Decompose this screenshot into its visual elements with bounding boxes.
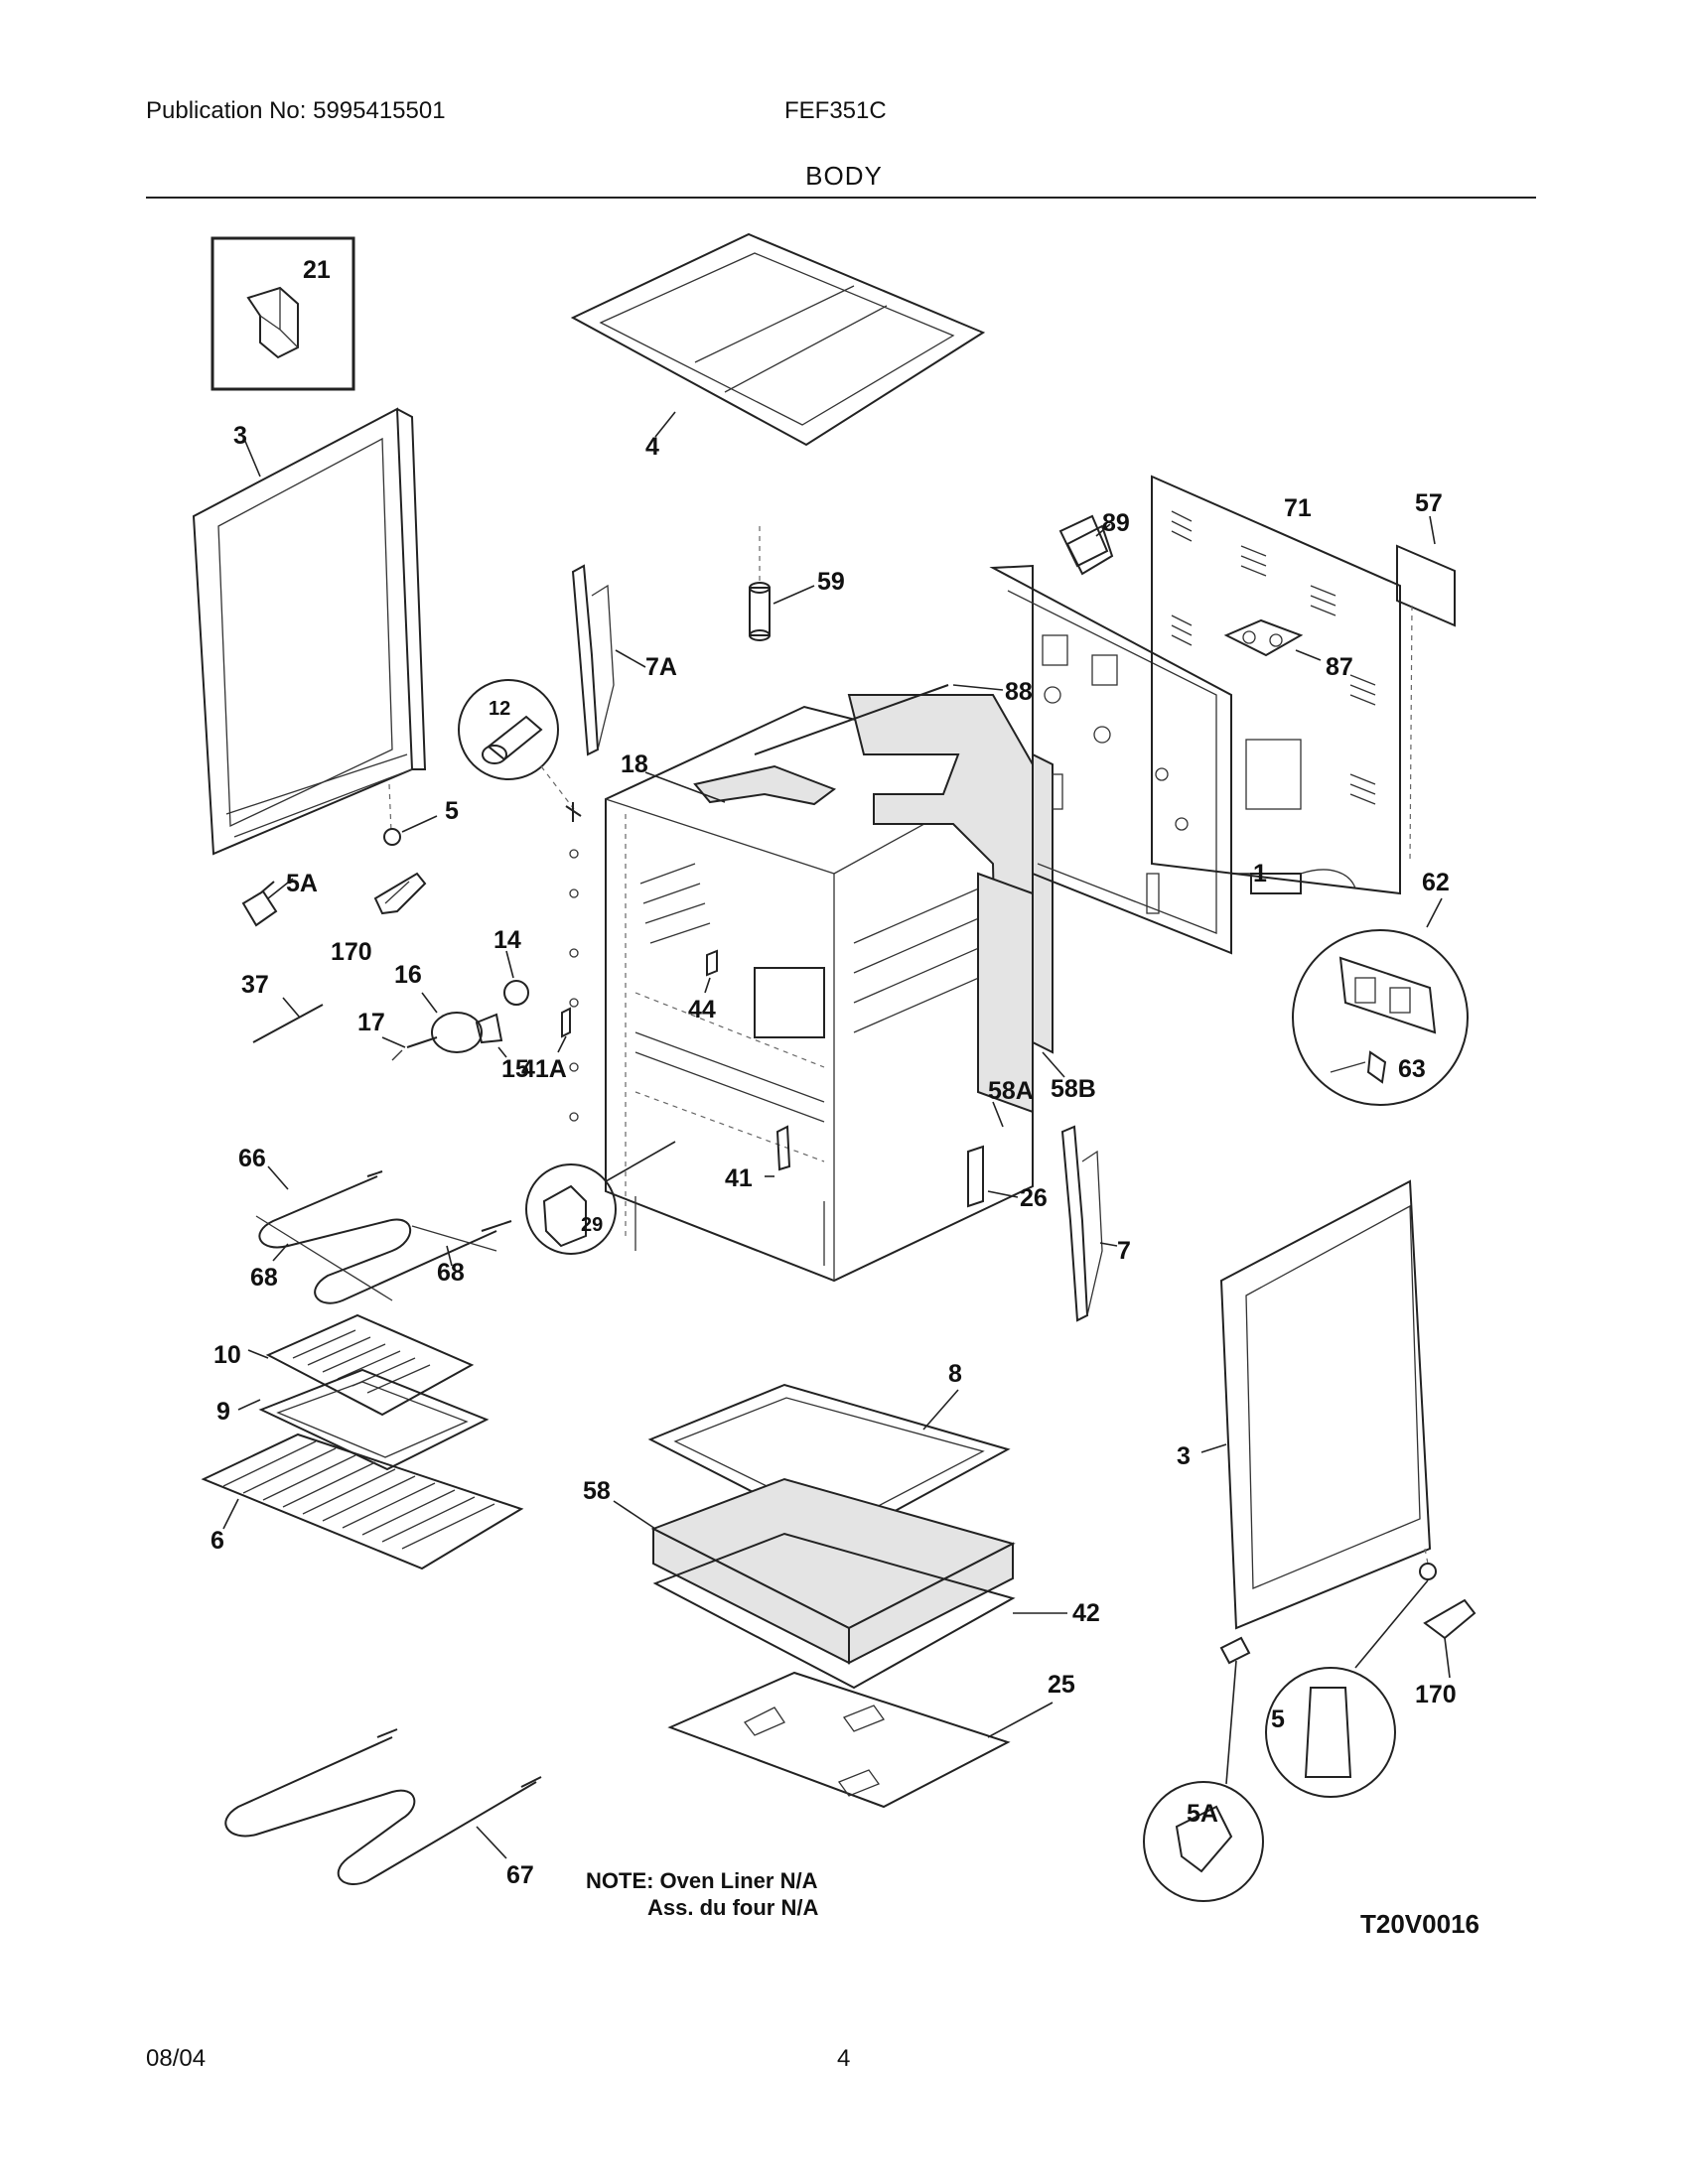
part-12-inset	[458, 679, 582, 822]
callout-3-right: 3	[1177, 1442, 1191, 1470]
model-number: FEF351C	[784, 97, 887, 124]
part-58-insulation	[613, 1477, 1016, 1665]
left-hardware-5-5a-170	[241, 815, 438, 927]
right-hardware-5-5a-170	[1143, 1563, 1477, 1902]
callout-15: 15	[501, 1055, 529, 1083]
callout-25: 25	[1048, 1671, 1075, 1699]
note-line-2: Ass. du four N/A	[647, 1895, 818, 1920]
header-rule	[146, 197, 1536, 199]
part-10-broil-pan-insert	[247, 1313, 475, 1417]
footer-date: 08/04	[146, 2045, 207, 2072]
callout-10: 10	[213, 1341, 241, 1369]
callout-4: 4	[645, 433, 659, 461]
part-4-top-panel	[570, 232, 986, 447]
callout-63: 63	[1398, 1055, 1426, 1083]
callout-59: 59	[817, 568, 845, 596]
part-9-broil-pan	[237, 1368, 490, 1471]
part-21-inset	[211, 236, 355, 391]
part-7a-hinge	[571, 564, 646, 756]
callout-18: 18	[621, 751, 648, 778]
callout-58: 58	[583, 1477, 611, 1505]
callout-6: 6	[211, 1527, 224, 1555]
part-71-back-panel	[1151, 475, 1456, 895]
callout-58a: 58A	[988, 1077, 1034, 1105]
callout-58b: 58B	[1051, 1075, 1096, 1103]
callout-26: 26	[1020, 1184, 1048, 1212]
figure-code: T20V0016	[1360, 1909, 1479, 1939]
callout-68-left: 68	[250, 1264, 278, 1292]
part-3-right-side-panel	[1200, 1179, 1432, 1630]
callout-62: 62	[1422, 869, 1450, 896]
part-59	[749, 526, 815, 641]
callout-170-left: 170	[331, 938, 372, 966]
callout-5a-left: 5A	[286, 870, 318, 897]
callout-17: 17	[357, 1009, 385, 1036]
callout-57: 57	[1415, 489, 1443, 517]
callout-87: 87	[1326, 653, 1353, 681]
callout-41a: 41A	[521, 1055, 567, 1083]
part-37	[252, 997, 324, 1043]
oven-cavity-body	[569, 705, 1034, 1283]
insulation-18-88	[644, 684, 1034, 1093]
callout-7: 7	[1117, 1237, 1131, 1265]
callout-12: 12	[489, 698, 510, 720]
part-25-lower-panel	[667, 1671, 1054, 1809]
light-assembly-14-17	[381, 950, 529, 1061]
callout-68-right: 68	[437, 1259, 465, 1287]
callout-8: 8	[948, 1360, 962, 1388]
callout-44: 44	[688, 996, 716, 1024]
part-67-bake-element	[224, 1728, 542, 1885]
callout-16: 16	[394, 961, 422, 989]
part-1-rear-panel	[989, 524, 1356, 955]
part-29-inset	[525, 1141, 676, 1255]
small-brackets-41-44-26	[557, 949, 1019, 1208]
callout-7a: 7A	[645, 653, 677, 681]
callout-3-left: 3	[233, 422, 247, 450]
callout-21: 21	[303, 256, 331, 284]
callout-29: 29	[581, 1214, 603, 1236]
publication-number: Publication No: 5995415501	[146, 97, 446, 124]
callout-170-right: 170	[1415, 1681, 1457, 1708]
part-3-left-side-panel	[192, 407, 427, 856]
part-89	[1058, 514, 1111, 568]
callout-41: 41	[725, 1164, 753, 1192]
note-line-1: NOTE: Oven Liner N/A	[586, 1868, 818, 1893]
callout-5a-right: 5A	[1187, 1800, 1218, 1828]
callout-1: 1	[1253, 860, 1267, 887]
callout-5-left: 5	[445, 797, 459, 825]
callout-labels: 21 3 4 57 71 89 59 87 7A 88 12 18 5 1 62…	[211, 256, 1457, 1889]
callout-66: 66	[238, 1145, 266, 1172]
callout-88: 88	[1005, 678, 1033, 706]
part-62-63-inset	[1292, 897, 1469, 1106]
part-68-wires	[255, 1215, 497, 1301]
part-6-oven-rack	[201, 1433, 524, 1570]
page-number: 4	[837, 2045, 851, 2072]
section-title: BODY	[805, 161, 883, 191]
part-66-broil-element	[258, 1165, 512, 1304]
insulation-58a-58b	[977, 752, 1065, 1128]
callout-67: 67	[506, 1861, 534, 1889]
callout-89: 89	[1102, 509, 1130, 537]
callout-5-right: 5	[1271, 1706, 1285, 1733]
callout-42: 42	[1072, 1599, 1100, 1627]
callout-71: 71	[1284, 494, 1312, 522]
part-42-bottom-panel	[652, 1532, 1067, 1690]
part-7-hinge	[1060, 1125, 1118, 1322]
callout-14: 14	[493, 926, 521, 954]
callout-37: 37	[241, 971, 269, 999]
callout-9: 9	[216, 1398, 230, 1426]
